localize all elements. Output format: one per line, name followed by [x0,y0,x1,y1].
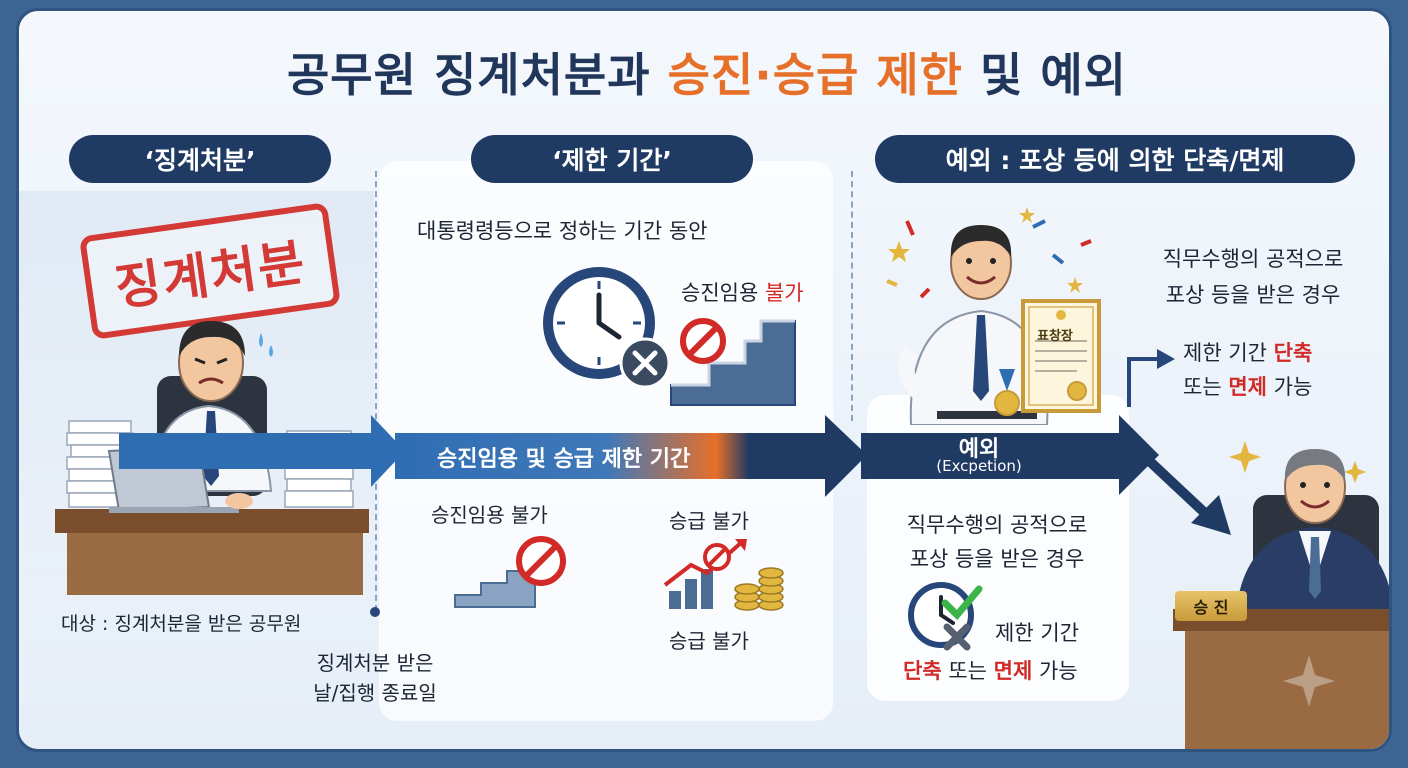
timeline-band [119,415,1159,497]
promotion-desk-badge: 승 진 [1175,591,1247,621]
lower-raise-bottom: 승급 불가 [669,629,749,653]
blocked-growth-chart-icon [663,539,784,611]
reduce-mid: 또는 [941,659,994,683]
period-header: ‘제한 기간’ [471,135,753,183]
period-subtitle: 대통령령등으로 정하는 기간 동안 [417,219,708,243]
divider-left [375,171,377,611]
right-merit-line2: 포상 등을 받은 경우 [1165,283,1341,307]
start-date-line2: 날/집행 종료일 [313,681,437,705]
exception-band-title: 예외 [958,437,1000,462]
lower-promo-label: 승진임용 불가 [431,503,548,527]
clock-cancel-icon [543,267,671,389]
promo-forbidden-label: 승진임용 불가 [681,277,804,307]
lower-raise-top: 승급 불가 [669,509,749,533]
right-reduce-end: 가능 [1266,375,1313,399]
certificate-title: 표창장 [1037,329,1073,344]
start-date-line1: 징계처분 받은 [316,651,434,675]
blocked-steps-icon [454,536,566,608]
right-reduce-red1: 단축 [1273,341,1313,365]
up-right-arrow [1127,349,1175,407]
right-reduce-line2-pre: 또는 [1183,375,1229,399]
reduce-red2: 면제 [993,659,1033,683]
title-part1: 공무원 징계처분과 [286,48,668,102]
infographic-frame: 공무원 징계처분과 승진·승급 제한 및 예외 ‘징계처분’ ‘제한 기간’ 예… [16,8,1392,752]
awarded-worker-illustration [886,207,1101,425]
right-reduce-line1: 제한 기간 단축 [1183,337,1312,367]
promoted-official-illustration [1173,441,1389,749]
right-reduce-red2: 면제 [1228,375,1267,399]
right-reduce-line2: 또는 면제 가능 [1183,371,1312,401]
title-accent: 승진·승급 제한 [667,48,963,102]
down-right-arrow [1139,451,1231,535]
right-merit-line1: 직무수행의 공적으로 [1162,247,1344,271]
reduce-end: 가능 [1032,659,1078,683]
exception-header: 예외 : 포상 등에 의한 단축/면제 [875,135,1355,183]
promo-label: 승진임용 [681,281,765,305]
merit-line2: 포상 등을 받은 경우 [909,547,1085,571]
discipline-target: 대상 : 징계처분을 받은 공무원 [61,613,302,635]
reduce-line1: 제한 기간 [995,621,1079,645]
merit-line1: 직무수행의 공적으로 [906,513,1088,537]
discipline-header: ‘징계처분’ [69,135,331,183]
blocked-stairs-icon [670,318,796,406]
right-reduce-prefix: 제한 기간 [1183,341,1274,365]
reduce-red1: 단축 [903,659,942,683]
divider-right [851,171,853,421]
timeline-start-dot [370,607,380,617]
clock-check-icon [908,582,983,651]
reduce-line2: 단축 또는 면제 가능 [903,655,1078,685]
exception-band-sub: (Excpetion) [936,457,1022,475]
promo-red: 불가 [764,281,804,305]
page-title: 공무원 징계처분과 승진·승급 제한 및 예외 [19,39,1389,105]
period-band-label: 승진임용 및 승급 제한 기간 [437,447,691,472]
title-part2: 및 예외 [963,48,1127,102]
